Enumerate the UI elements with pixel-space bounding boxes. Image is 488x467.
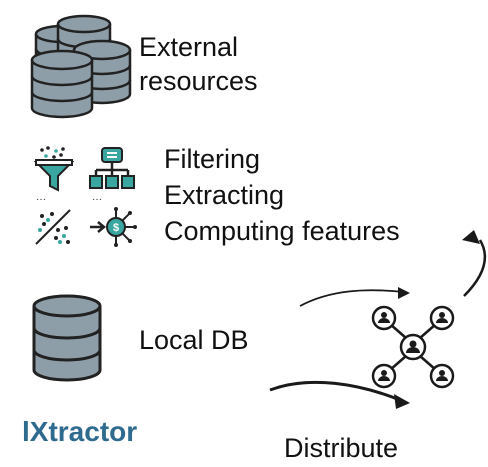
external-resources-group: External resources [0,0,488,130]
ellipsis-dots-right: ··· [92,194,102,205]
money-network-icon: $ [90,207,137,247]
filtering-label: Filtering [164,144,261,174]
svg-text:$: $ [113,222,119,234]
processing-icons: ··· ··· $ [30,140,150,250]
hierarchy-icon [89,147,135,189]
external-resources-label-1: External [139,32,239,62]
computing-features-label: Computing features [164,216,400,246]
external-resources-label-2: resources [139,66,258,96]
distribute-label: Distribute [284,433,399,463]
scatter-icon [35,209,71,245]
database-icon [32,294,102,382]
people-network-icon [371,305,455,389]
database-stack-icon [30,14,132,119]
brand-name: lXtractor [22,416,138,447]
ellipsis-dots-left: ··· [36,194,46,205]
input-arrow-upper [299,289,405,307]
local-db-label: Local DB [139,325,249,355]
feedback-arrow [463,239,486,297]
extracting-label: Extracting [164,180,285,210]
input-arrow-lower [269,380,401,402]
funnel-icon [33,146,75,192]
